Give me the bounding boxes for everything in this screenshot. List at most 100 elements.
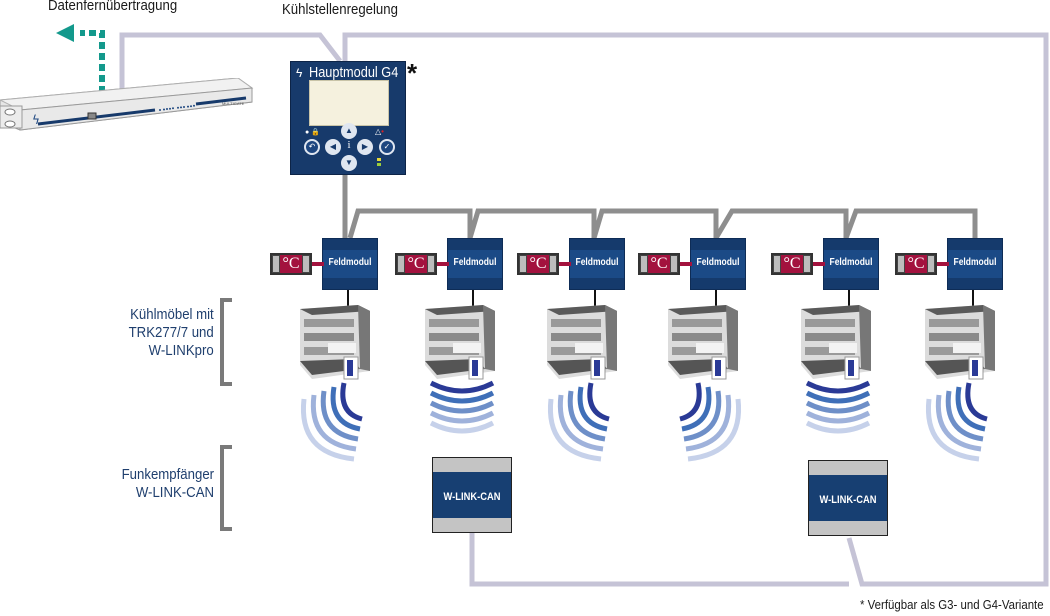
refrigerated-cabinet-icon bbox=[801, 305, 871, 380]
refrigerated-cabinet-icon bbox=[425, 305, 495, 380]
radio-wave-icon bbox=[547, 382, 610, 462]
radio-wave-arc bbox=[805, 380, 871, 394]
cabinet-cable bbox=[848, 290, 850, 306]
sensor-cap bbox=[550, 256, 556, 272]
sensor-cap bbox=[774, 256, 780, 272]
field-module-label: Feldmodul bbox=[575, 257, 619, 268]
cabinets-label-line: TRK277/7 und bbox=[128, 324, 214, 341]
sensor-cable bbox=[310, 262, 324, 266]
thermometer-icon: °C bbox=[648, 255, 670, 273]
gateway-brand: MULTIGATE bbox=[222, 101, 245, 106]
field-module-label: Feldmodul bbox=[328, 257, 372, 268]
back-button[interactable]: ↶ bbox=[304, 139, 320, 155]
receiver-label: W-LINK-CAN bbox=[443, 491, 501, 503]
can-bus-loop bbox=[342, 32, 1049, 587]
receivers-bracket bbox=[220, 445, 232, 531]
sensor-cap bbox=[428, 256, 434, 272]
field-bus-line bbox=[347, 208, 978, 248]
sensor-cable bbox=[678, 262, 692, 266]
radio-wave-icon bbox=[300, 382, 363, 462]
sensor-cap bbox=[398, 256, 404, 272]
cabinet-cable bbox=[715, 290, 717, 306]
multigate-rack: ϟ MULTIGATE bbox=[0, 78, 254, 131]
temperature-sensor: °C bbox=[638, 253, 680, 275]
receiver-body bbox=[809, 475, 887, 521]
refrigerated-cabinet-icon bbox=[925, 305, 995, 380]
receivers-label: Funkempfänger W-LINK-CAN bbox=[122, 466, 214, 502]
footnote: * Verfügbar als G3- und G4-Variante bbox=[860, 597, 1044, 612]
sensor-cap bbox=[804, 256, 810, 272]
w-link-can-receiver: W-LINK-CAN bbox=[808, 460, 888, 536]
bolt-logo-icon: ϟ bbox=[32, 113, 40, 127]
refrigerated-cabinet-icon bbox=[547, 305, 617, 380]
radio-wave-arc bbox=[429, 410, 495, 424]
sensor-cap bbox=[898, 256, 904, 272]
radio-wave-arc bbox=[681, 386, 712, 432]
radio-wave-arc bbox=[310, 394, 357, 452]
radio-wave-arc bbox=[320, 390, 359, 442]
field-module-label: Feldmodul bbox=[829, 257, 873, 268]
up-arrow-button[interactable]: ▲ bbox=[341, 123, 357, 139]
w-link-can-receiver: W-LINK-CAN bbox=[432, 457, 512, 533]
field-module: Feldmodul bbox=[690, 238, 746, 290]
temperature-sensor: °C bbox=[517, 253, 559, 275]
radio-wave-arc bbox=[805, 400, 871, 414]
sensor-cap bbox=[928, 256, 934, 272]
confirm-button[interactable]: ✓ bbox=[379, 139, 395, 155]
cooling-control-title: Kühlstellenregelung bbox=[282, 1, 398, 18]
sensor-cap bbox=[520, 256, 526, 272]
radio-wave-arc bbox=[935, 394, 982, 452]
sensor-cable bbox=[935, 262, 949, 266]
radio-wave-arc bbox=[679, 382, 702, 422]
can-bus-line bbox=[119, 32, 342, 96]
remote-transmission-line bbox=[80, 30, 105, 93]
receiver-bus-line bbox=[469, 530, 849, 587]
cabinet-cable bbox=[347, 290, 349, 306]
thermometer-icon: °C bbox=[905, 255, 927, 273]
radio-wave-icon bbox=[429, 380, 495, 434]
cabinet-cable bbox=[594, 290, 596, 306]
lcd-display bbox=[309, 80, 389, 126]
down-arrow-button[interactable]: ▼ bbox=[341, 155, 357, 171]
thermometer-icon: °C bbox=[280, 255, 302, 273]
thermometer-icon: °C bbox=[527, 255, 549, 273]
variant-asterisk: * bbox=[407, 58, 418, 88]
field-module-label: Feldmodul bbox=[453, 257, 497, 268]
cabinets-label: Kühlmöbel mit TRK277/7 und W-LINKpro bbox=[129, 306, 214, 360]
network-port-icon bbox=[87, 112, 97, 120]
radio-wave-arc bbox=[687, 398, 742, 462]
radio-wave-arc bbox=[340, 382, 363, 422]
radio-wave-arc bbox=[547, 398, 602, 462]
radio-wave-arc bbox=[805, 410, 871, 424]
radio-wave-arc bbox=[955, 386, 986, 432]
lock-icon: ● 🔒 bbox=[305, 129, 320, 136]
sensor-cable bbox=[811, 262, 825, 266]
field-module: Feldmodul bbox=[322, 238, 378, 290]
field-module: Feldmodul bbox=[947, 238, 1003, 290]
main-module-g4: ϟ Hauptmodul G4 ● 🔒 △• ↶ ◀ ▲ ▼ ▶ i ✓ bbox=[290, 61, 406, 175]
radio-wave-arc bbox=[683, 390, 722, 442]
radio-wave-arc bbox=[685, 394, 732, 452]
sensor-cap bbox=[671, 256, 677, 272]
right-arrow-button[interactable]: ▶ bbox=[357, 139, 373, 155]
field-module: Feldmodul bbox=[447, 238, 503, 290]
receiver-body bbox=[433, 472, 511, 518]
radio-wave-arc bbox=[300, 398, 355, 462]
radio-wave-arc bbox=[567, 390, 606, 442]
radio-wave-arc bbox=[557, 394, 604, 452]
info-button[interactable]: i bbox=[347, 139, 351, 151]
sensor-cable bbox=[557, 262, 571, 266]
radio-wave-arc bbox=[587, 382, 610, 422]
radio-wave-arc bbox=[429, 400, 495, 414]
thermometer-icon: °C bbox=[781, 255, 803, 273]
temperature-sensor: °C bbox=[771, 253, 813, 275]
left-arrow-button[interactable]: ◀ bbox=[325, 139, 341, 155]
remote-transmission-title: Datenfernübertragung bbox=[48, 0, 178, 14]
cabinet-cable bbox=[472, 290, 474, 306]
cabinets-label-line: W-LINKpro bbox=[148, 342, 214, 359]
radio-wave-arc bbox=[925, 398, 980, 462]
field-module: Feldmodul bbox=[569, 238, 625, 290]
radio-wave-arc bbox=[577, 386, 608, 432]
cabinets-bracket bbox=[220, 298, 232, 386]
